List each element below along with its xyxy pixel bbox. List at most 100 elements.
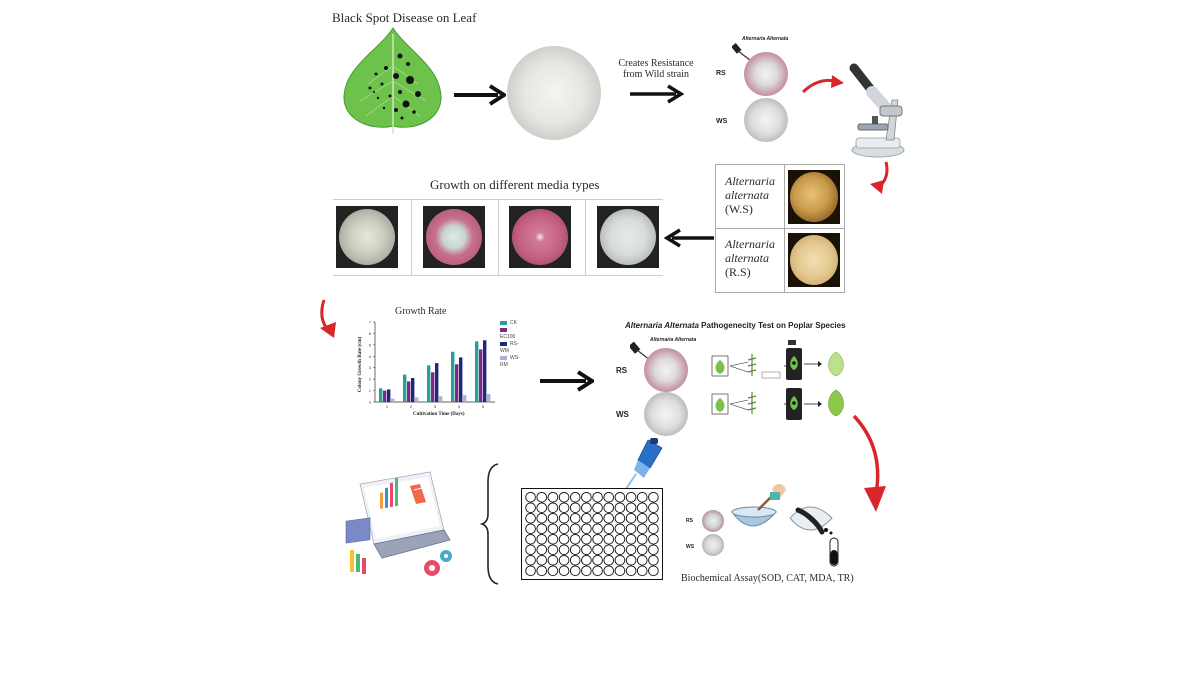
well (603, 544, 615, 556)
well (547, 544, 559, 556)
petri-dish-culture (507, 46, 601, 140)
well (592, 544, 603, 556)
bar (439, 396, 443, 402)
media-cell (423, 206, 485, 268)
y-tick-label: 3 (369, 365, 372, 370)
well (636, 554, 648, 566)
bar (383, 390, 387, 402)
x-tick-label: 3 (434, 404, 437, 409)
well (648, 544, 659, 556)
well (525, 565, 536, 577)
arrow-right-icon (630, 84, 684, 104)
y-tick-label: 7 (369, 320, 372, 325)
well (625, 512, 637, 524)
chart-legend: CK EC100 RS-WM WS-RM (500, 320, 525, 369)
media-types-strip (333, 199, 663, 276)
well (603, 502, 615, 514)
well (614, 523, 626, 535)
rs-label: RS (616, 366, 628, 375)
well (547, 565, 559, 577)
x-tick-label: 2 (410, 404, 413, 409)
well (636, 502, 648, 514)
well (569, 544, 581, 556)
red-curved-arrow-icon (320, 299, 336, 338)
well (625, 544, 637, 556)
microscopy-image-ws (788, 170, 840, 224)
biochemical-assay-caption: Biochemical Assay(SOD, CAT, MDA, TR) (681, 573, 854, 584)
well (614, 502, 626, 514)
well (581, 523, 592, 535)
microscopy-image-rs (788, 233, 840, 287)
well (581, 491, 592, 503)
well (603, 533, 615, 545)
legend-label: CK (510, 320, 517, 326)
y-tick-label: 4 (369, 354, 372, 359)
well (536, 533, 548, 545)
well (547, 502, 559, 514)
x-tick-label: 4 (458, 404, 461, 409)
well (569, 502, 581, 514)
well (614, 491, 626, 503)
well (581, 554, 592, 566)
bar (379, 388, 383, 402)
well (636, 491, 648, 503)
well (603, 491, 615, 503)
well (614, 554, 626, 566)
well (625, 502, 637, 514)
legend-label: RS-WM (500, 341, 519, 354)
multichannel-pipette-icon (623, 438, 663, 493)
rs-ws-dish-panel: Alternaria Alternata RS WS (712, 30, 798, 142)
well (536, 565, 548, 577)
microscope-icon (849, 63, 905, 158)
x-tick-label: 1 (386, 404, 389, 409)
red-curved-arrow-icon (870, 161, 889, 194)
rs-dish (644, 348, 688, 392)
pathogenicity-title: Alternaria Alternata Pathogenecity Test … (625, 321, 846, 330)
bar (431, 372, 435, 402)
well (536, 554, 548, 566)
well (636, 565, 648, 577)
well (558, 491, 570, 503)
panel-title: Alternaria Alternata (742, 36, 789, 42)
red-curved-arrow-icon (852, 414, 886, 512)
well (636, 523, 648, 535)
arrow-left-icon (664, 228, 714, 248)
well (581, 512, 592, 524)
well (536, 544, 548, 556)
legend-swatch (500, 355, 507, 360)
wells (525, 491, 659, 577)
microscopy-label-rs: Alternaria alternata (R.S) (725, 237, 775, 279)
arrow-right-icon (454, 84, 506, 106)
well (614, 565, 626, 577)
well (592, 502, 603, 514)
well (648, 491, 659, 503)
well (525, 544, 536, 556)
well (614, 533, 626, 545)
well (625, 565, 637, 577)
well (592, 565, 603, 577)
media-cell (597, 206, 659, 268)
legend-swatch (500, 327, 507, 332)
pathogen-dish-panel: Alternaria Alternata RS WS (610, 332, 710, 436)
well (569, 554, 581, 566)
well (536, 502, 548, 514)
bar (487, 394, 491, 402)
well (558, 523, 570, 535)
well (525, 554, 536, 566)
well (592, 512, 603, 524)
well (625, 523, 637, 535)
chart-title: Growth Rate (395, 306, 447, 317)
bar (391, 398, 395, 402)
well (625, 491, 637, 503)
well (547, 523, 559, 535)
ws-label: WS (716, 118, 728, 125)
well (536, 491, 548, 503)
well (525, 523, 536, 535)
well (592, 491, 603, 503)
well (592, 554, 603, 566)
y-tick-label: 5 (369, 342, 372, 347)
bar (455, 364, 459, 402)
well (547, 554, 559, 566)
well (592, 523, 603, 535)
well (558, 502, 570, 514)
